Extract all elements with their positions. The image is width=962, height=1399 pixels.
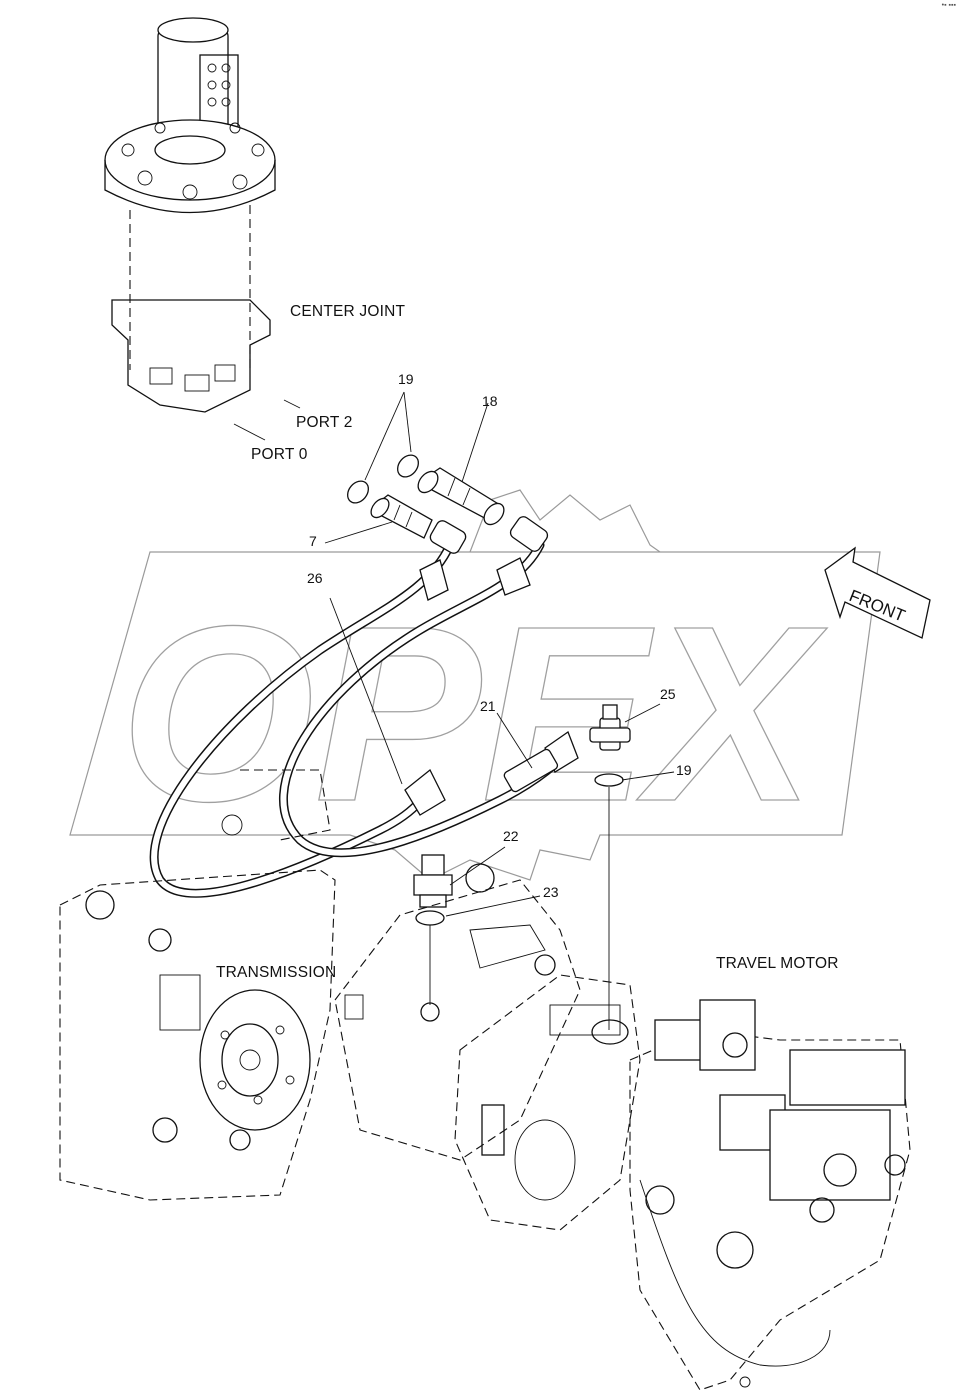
corner-mark: •▪ ▪▪▪ — [941, 2, 956, 9]
watermark-gear-teeth — [469, 489, 661, 553]
watermark-logo: OPEX — [69, 489, 881, 881]
hose-21-loop — [278, 540, 575, 858]
o-ring-19-b — [397, 454, 419, 478]
transmission-assembly — [59, 769, 336, 1201]
pump-housing — [334, 863, 581, 1161]
part-number-21: 21 — [480, 698, 496, 714]
part-number-26: 26 — [307, 570, 323, 586]
fitting-18 — [417, 402, 505, 526]
o-ring-23 — [415, 910, 445, 926]
part-number-19-right: 19 — [676, 762, 692, 778]
tee-fitting-25 — [589, 703, 661, 751]
label-port-2: PORT 2 — [296, 414, 353, 431]
part-number-18: 18 — [482, 393, 498, 409]
label-center-joint: CENTER JOINT — [290, 303, 406, 320]
center-joint-assembly — [104, 17, 276, 413]
part-number-19-top: 19 — [398, 371, 414, 387]
travel-motor-assembly — [454, 974, 911, 1391]
o-ring-19-a — [347, 480, 369, 504]
part-number-22: 22 — [503, 828, 519, 844]
watermark-gear-outline — [69, 551, 881, 881]
part-number-23: 23 — [543, 884, 559, 900]
label-port-0: PORT 0 — [251, 446, 308, 463]
part-number-7: 7 — [309, 533, 317, 549]
label-travel-motor: TRAVEL MOTOR — [716, 955, 839, 972]
front-direction-arrow: FRONT — [824, 546, 931, 639]
hose-26 — [149, 540, 455, 898]
port-2-leader — [283, 399, 301, 409]
label-transmission: TRANSMISSION — [216, 964, 337, 981]
part-number-25: 25 — [660, 686, 676, 702]
port-0-leader — [233, 423, 266, 441]
fitting-7 — [324, 494, 433, 544]
